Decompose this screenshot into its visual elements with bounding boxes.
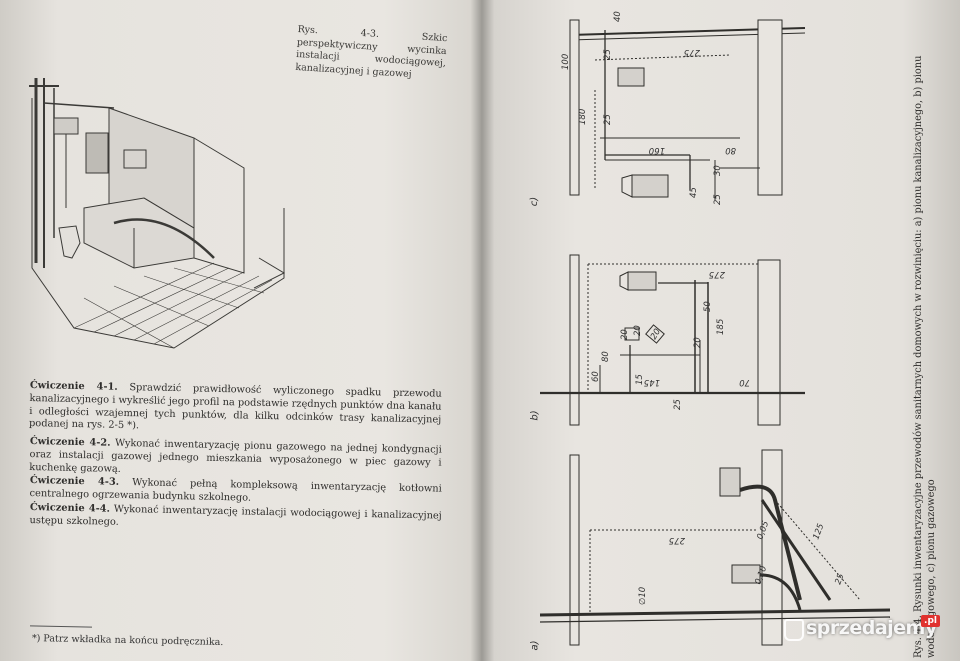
exercise-label: Ćwiczenie 4-1.	[29, 380, 118, 393]
dim-label: 275	[709, 269, 725, 279]
dim-label: ∅10	[638, 587, 648, 605]
dim-label: 70	[739, 377, 750, 387]
bathroom-perspective-sketch	[29, 78, 286, 349]
dim-label: 50	[703, 301, 713, 312]
footnote-divider	[29, 625, 93, 628]
watermark-badge: .pl	[921, 615, 940, 627]
inventory-drawings: 40 100 25 275 180 25 160 80 30 25 45 275…	[539, 11, 891, 646]
dim-label: 160	[649, 145, 665, 155]
dimension-labels-c: 40 100 25 275 180 25 160 80 30 25 45	[561, 11, 736, 205]
footnote: *) Patrz wkładka na końcu podręcznika.	[31, 633, 224, 649]
dim-label: 25	[713, 194, 723, 205]
dim-label: 25	[603, 49, 613, 60]
figure-caption-right: Rys. 4-4. Rysunki inwentaryzacyjne przew…	[913, 55, 937, 658]
dim-label: 60	[591, 371, 601, 382]
dim-label: 20	[620, 329, 630, 340]
dim-label: 45	[689, 187, 699, 198]
dim-label: 20	[693, 337, 703, 348]
panel-c-gas-riser	[569, 19, 806, 200]
dim-label: 25	[833, 572, 846, 586]
exercise-label: Ćwiczenie 4-2.	[29, 436, 111, 449]
dim-label: 275	[684, 47, 700, 57]
shopping-bag-icon	[784, 619, 804, 641]
exercise-label: Ćwiczenie 4-4.	[29, 502, 111, 515]
dim-label: 185	[716, 319, 726, 335]
dim-label: 145	[644, 377, 660, 387]
dim-label: 25	[603, 114, 613, 125]
dim-label: 275	[669, 535, 685, 545]
dim-label: 20	[649, 327, 663, 341]
dim-label: 20	[633, 325, 643, 336]
dim-label: 40	[613, 11, 623, 22]
dim-label: 100	[561, 54, 571, 70]
exercise-label: Ćwiczenie 4-3.	[29, 475, 120, 488]
dim-label: 15	[635, 374, 645, 385]
dim-label: 25	[673, 399, 683, 410]
dim-label: 180	[578, 109, 588, 125]
dimension-labels-b: 275 50 185 20 20 80 60 15 145 25 70 20 2…	[591, 269, 750, 410]
panel-b-water-riser	[540, 254, 805, 426]
panel-label-c: c)	[529, 196, 541, 207]
panel-label-b: b)	[529, 410, 541, 421]
exercise-4-1: Ćwiczenie 4-1. Sprawdzić prawidłowość wy…	[29, 380, 442, 440]
dim-label: 80	[601, 351, 611, 362]
dim-label: 125	[811, 522, 826, 541]
figure-caption-left: Rys. 4-3. Szkic perspektywiczny wycinka …	[295, 24, 448, 80]
panel-a-sewer-riser	[539, 449, 891, 646]
watermark-text: sprzedajemy	[806, 617, 937, 639]
panel-label-a: a)	[529, 640, 541, 651]
dim-label: 30	[713, 165, 723, 176]
dim-label: 80	[725, 145, 736, 155]
watermark: sprzedajemy .pl	[784, 613, 954, 647]
dimension-labels-a: 275 0,05 125 0,10 ∅10 25	[638, 520, 847, 605]
